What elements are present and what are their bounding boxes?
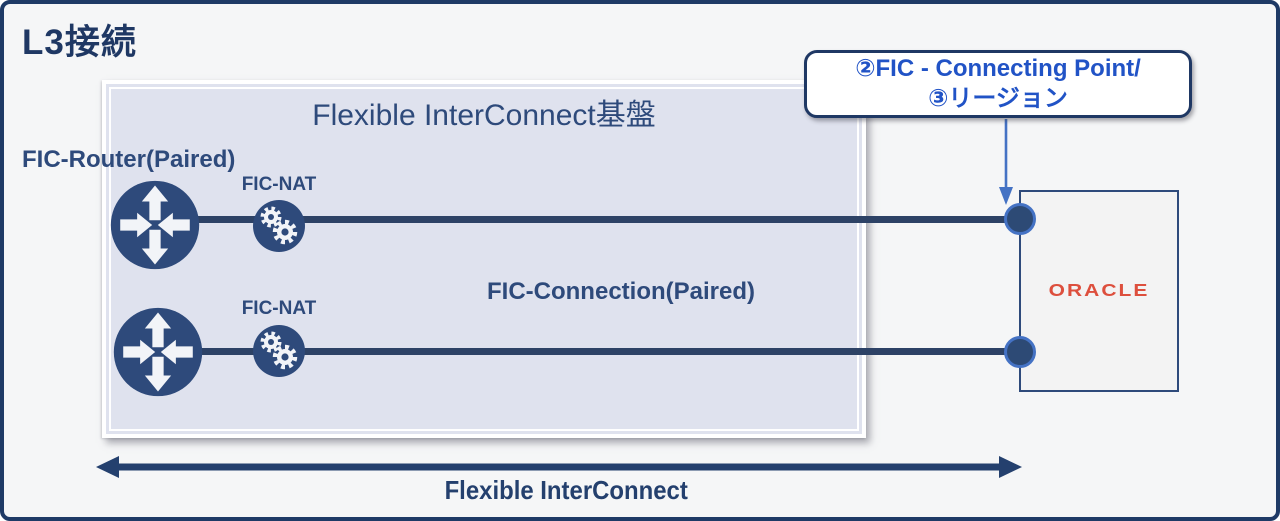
connection-line-2 [156, 348, 1020, 355]
flexible-interconnect-panel [102, 80, 866, 438]
callout-line-2: ③リージョン [928, 85, 1068, 112]
flexible-interconnect-span-label: Flexible InterConnect [444, 475, 688, 505]
gears-icon [253, 200, 305, 252]
fic-nat-label-2: FIC-NAT [241, 298, 317, 319]
annotation-callout: ②FIC - Connecting Point/ ③リージョン [804, 50, 1192, 118]
connecting-point-dot-1 [1004, 203, 1036, 235]
callout-line-1: ②FIC - Connecting Point/ [855, 55, 1141, 82]
gears-icon [253, 325, 305, 377]
double-headed-arrow-icon [96, 456, 1022, 478]
panel-title: Flexible InterConnect基盤 [312, 99, 656, 132]
fic-connection-label: FIC-Connection(Paired) [487, 278, 755, 305]
connecting-point-dot-2 [1004, 336, 1036, 368]
fic-router-label: FIC-Router(Paired) [22, 146, 236, 173]
router-icon [113, 307, 203, 397]
oracle-logo: ORACLE [1048, 280, 1150, 301]
page-title: L3接続 [22, 23, 137, 62]
router-icon [110, 180, 200, 270]
oracle-cloud-box: ORACLE [1019, 190, 1179, 392]
connection-line-1 [154, 216, 1020, 223]
fic-nat-label-1: FIC-NAT [241, 174, 317, 195]
down-arrow-icon [999, 119, 1013, 205]
